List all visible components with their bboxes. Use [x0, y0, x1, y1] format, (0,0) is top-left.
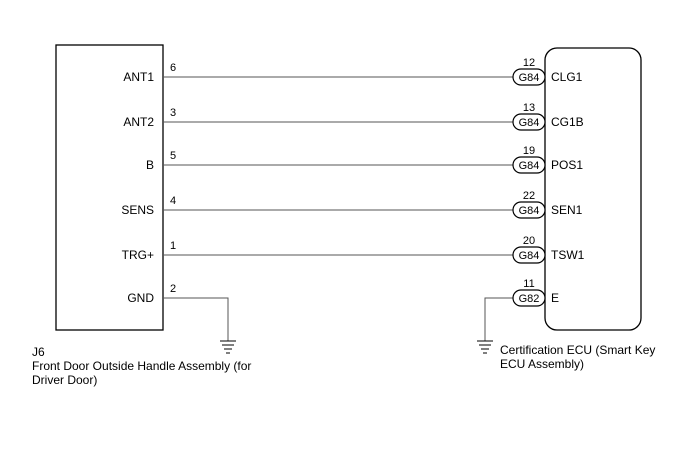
connector-badge: [512, 156, 546, 174]
left-component-name-line1: Front Door Outside Handle Assembly (for: [32, 359, 252, 373]
connector-badge: [512, 68, 546, 86]
right-pin-label: TSW1: [551, 248, 585, 262]
left-pin-number: 3: [170, 107, 176, 119]
wire-row-ant2: ANT2 3 13 G84 CG1B: [123, 102, 584, 131]
left-pin-number: 6: [170, 62, 176, 74]
right-pin-number: 13: [523, 102, 535, 114]
right-pin-number: 11: [523, 278, 534, 290]
left-pin-label: ANT1: [123, 70, 154, 84]
left-pin-label: TRG+: [122, 248, 154, 262]
connector-badge: [512, 113, 546, 131]
left-component-box: [55, 44, 164, 331]
wire-row-trg: TRG+ 1 20 G84 TSW1: [122, 235, 585, 264]
right-pin-label: SEN1: [551, 203, 583, 217]
ground-icon: [477, 340, 493, 354]
right-component-caption: Certification ECU (Smart Key ECU Assembl…: [500, 343, 655, 371]
right-pin-label: CG1B: [551, 115, 584, 129]
left-pin-number: 1: [170, 240, 176, 252]
ground-wire: [163, 297, 229, 341]
right-pin-label: E: [551, 291, 559, 305]
wire-row-sens: SENS 4 22 G84 SEN1: [121, 190, 583, 219]
right-component-name-line1: Certification ECU (Smart Key: [500, 343, 656, 357]
left-component-caption: J6 Front Door Outside Handle Assembly (f…: [32, 345, 251, 387]
connector-code: G84: [519, 250, 540, 262]
connector-badge: [512, 201, 546, 219]
connector-badge: [512, 289, 546, 307]
connector-badge: [512, 246, 546, 264]
left-pin-label: SENS: [121, 203, 154, 217]
connector-code: G84: [519, 160, 540, 172]
right-pin-label: CLG1: [551, 70, 583, 84]
connector-code: G82: [519, 293, 540, 305]
wire-row-gnd: GND 2: [127, 283, 236, 354]
right-pin-number: 20: [523, 235, 535, 247]
wire-row-b: B 5 19 G84 POS1: [146, 145, 583, 174]
left-component-name-line2: Driver Door): [32, 373, 98, 387]
left-pin-label: ANT2: [123, 115, 154, 129]
left-pin-number: 2: [170, 283, 176, 295]
wire-row-ant1: ANT1 6 12 G84 CLG1: [123, 57, 583, 86]
left-pin-number: 5: [170, 150, 176, 162]
ground-wire: [484, 297, 513, 341]
connector-code: G84: [519, 117, 540, 129]
left-pin-label: GND: [127, 291, 154, 305]
left-pin-number: 4: [170, 195, 176, 207]
left-pin-label: B: [146, 158, 154, 172]
connector-code: G84: [519, 205, 540, 217]
right-pin-number: 12: [523, 57, 535, 69]
right-pin-number: 19: [523, 145, 535, 157]
wire-row-e: 11 G82 E: [477, 278, 559, 354]
right-component-name-line2: ECU Assembly): [500, 357, 585, 371]
connector-code: G84: [519, 72, 540, 84]
right-component-box: [544, 47, 642, 331]
ground-icon: [220, 340, 236, 354]
left-component-code: J6: [32, 345, 45, 359]
right-pin-label: POS1: [551, 158, 583, 172]
right-pin-number: 22: [523, 190, 535, 202]
